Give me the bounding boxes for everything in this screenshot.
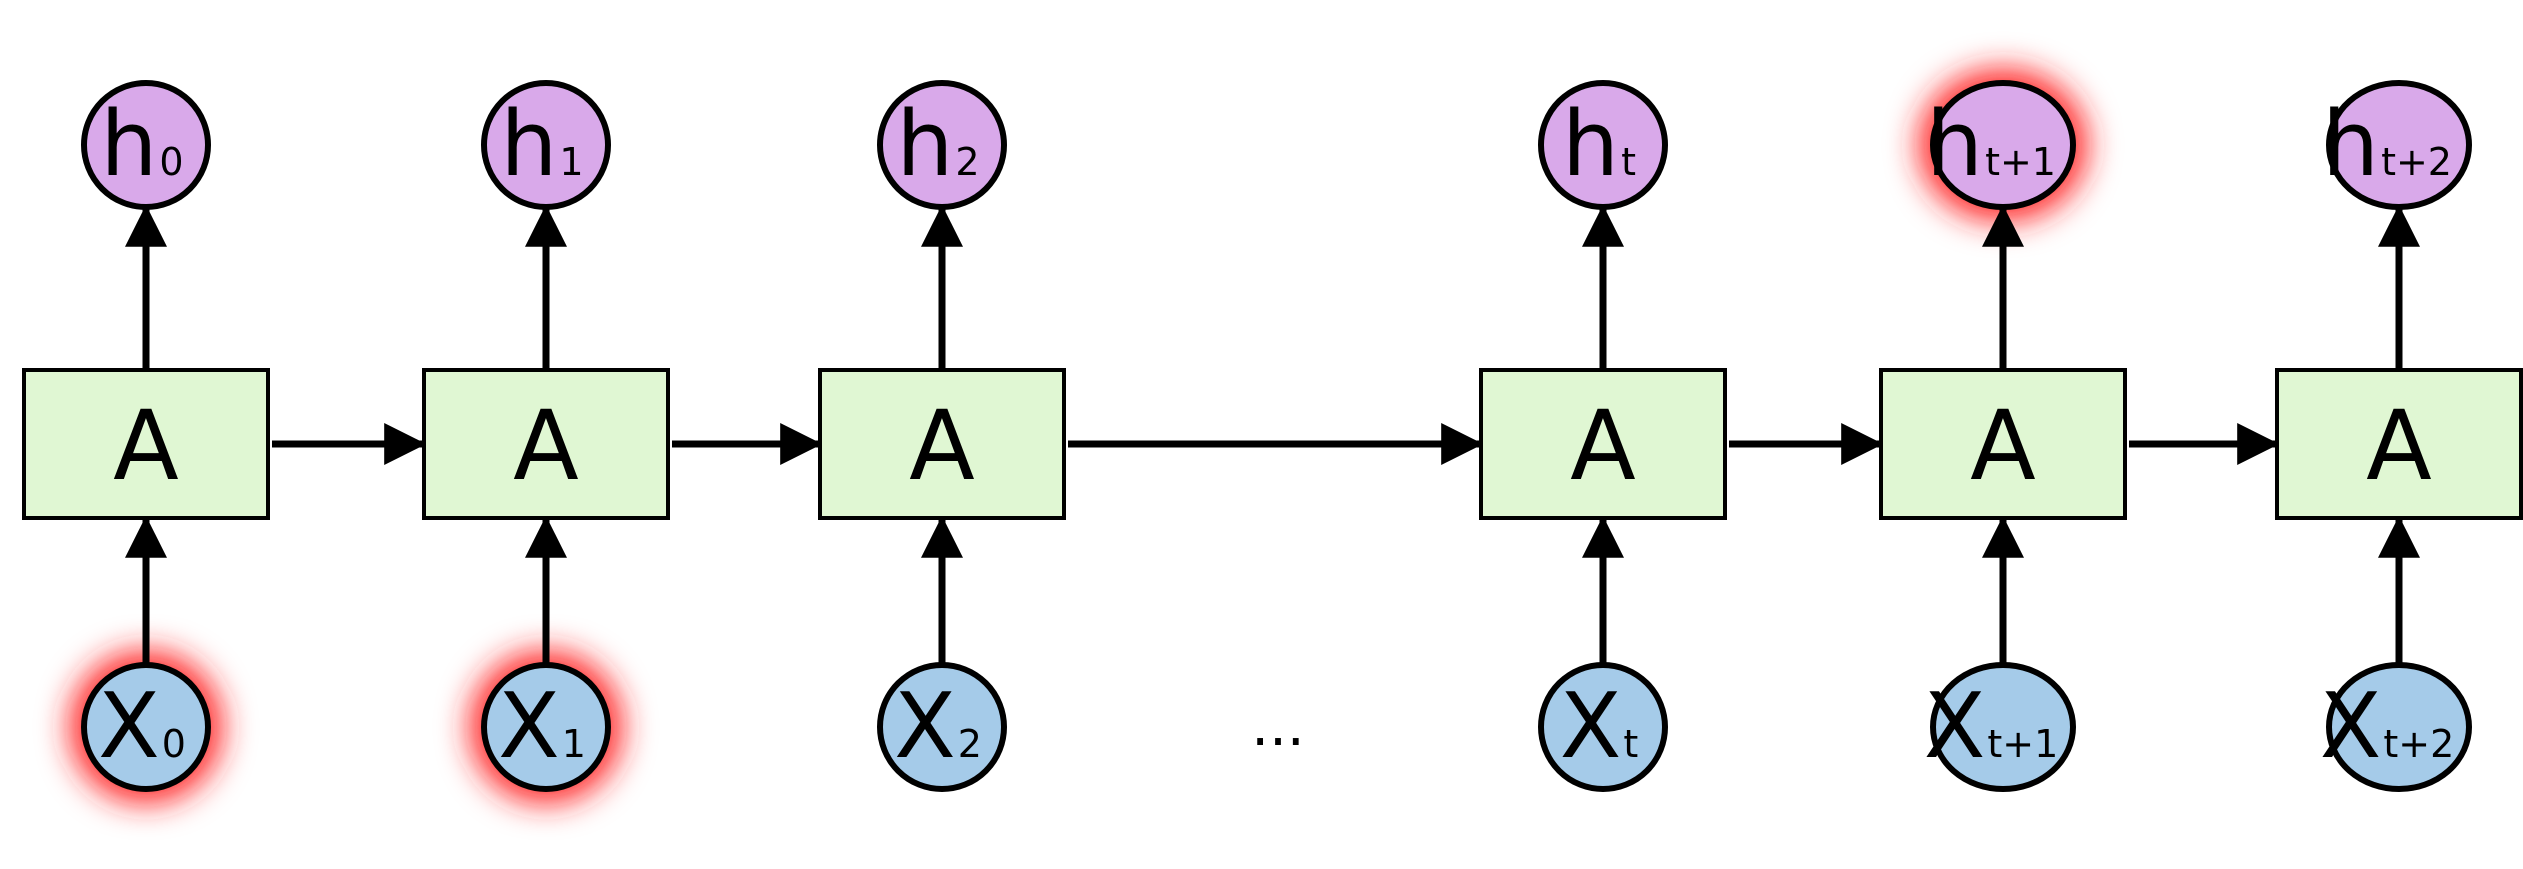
- hidden-node-5-letter: h: [2322, 92, 2379, 197]
- input-node-5-subscript: t+2: [2383, 722, 2454, 766]
- rnn-cell-label-0: A: [113, 390, 179, 502]
- input-node-1-label: X1: [498, 674, 586, 779]
- hidden-node-0: [81, 80, 211, 210]
- rnn-cell-label-2: A: [909, 390, 975, 502]
- hidden-node-2-label: h2: [896, 92, 979, 197]
- hidden-node-1-label: h1: [500, 92, 583, 197]
- hidden-node-2: [877, 80, 1007, 210]
- hidden-node-3-letter: h: [1562, 92, 1619, 197]
- input-node-2-subscript: 2: [958, 722, 982, 766]
- input-node-0-subscript: 0: [162, 722, 186, 766]
- sequence-ellipsis: ...: [1251, 694, 1304, 759]
- input-node-3-subscript: t: [1623, 722, 1638, 766]
- input-node-5-label: Xt+2: [2320, 674, 2455, 779]
- hidden-node-4-letter: h: [1926, 92, 1983, 197]
- hidden-node-1-letter: h: [500, 92, 557, 197]
- hidden-node-5-label: ht+2: [2322, 92, 2452, 197]
- input-node-2-label: X2: [894, 674, 982, 779]
- rnn-cell-2: [818, 368, 1066, 520]
- rnn-cell-label-1: A: [513, 390, 579, 502]
- hidden-node-1-subscript: 1: [559, 140, 583, 184]
- rnn-cell-0: [22, 368, 270, 520]
- input-node-3-letter: X: [1560, 674, 1622, 779]
- hidden-node-4-subscript: t+1: [1985, 140, 2056, 184]
- hidden-node-0-label: h0: [100, 92, 183, 197]
- input-node-3: [1538, 662, 1668, 792]
- input-node-1: [481, 662, 611, 792]
- input-node-5-letter: X: [2320, 674, 2382, 779]
- input-node-4-letter: X: [1924, 674, 1986, 779]
- rnn-cell-5: [2275, 368, 2523, 520]
- hidden-node-2-subscript: 2: [955, 140, 979, 184]
- input-node-0: [81, 662, 211, 792]
- hidden-node-3-subscript: t: [1621, 140, 1636, 184]
- input-node-1-subscript: 1: [562, 722, 586, 766]
- rnn-cell-label-4: A: [1970, 390, 2036, 502]
- arrows-layer: [125, 204, 2420, 665]
- hidden-node-3: [1538, 80, 1668, 210]
- hidden-node-4: [1930, 80, 2076, 210]
- hidden-node-5-subscript: t+2: [2381, 140, 2452, 184]
- input-node-4: [1930, 662, 2076, 792]
- hidden-node-0-subscript: 0: [159, 140, 183, 184]
- hidden-node-4-label: ht+1: [1926, 92, 2056, 197]
- rnn-cell-4: [1879, 368, 2127, 520]
- hidden-node-0-letter: h: [100, 92, 157, 197]
- input-node-4-subscript: t+1: [1987, 722, 2058, 766]
- input-node-0-label: X0: [98, 674, 186, 779]
- input-node-2-letter: X: [894, 674, 956, 779]
- input-node-2: [877, 662, 1007, 792]
- rnn-cell-3: [1479, 368, 1727, 520]
- highlight-glow-layer: [70, 69, 2087, 803]
- rnn-cell-label-3: A: [1570, 390, 1636, 502]
- rnn-cell-label-5: A: [2366, 390, 2432, 502]
- input-node-4-label: Xt+1: [1924, 674, 2059, 779]
- hidden-node-1: [481, 80, 611, 210]
- input-node-0-letter: X: [98, 674, 160, 779]
- input-node-3-label: Xt: [1560, 674, 1639, 779]
- hidden-node-3-label: ht: [1562, 92, 1636, 197]
- hidden-node-2-letter: h: [896, 92, 953, 197]
- input-node-1-letter: X: [498, 674, 560, 779]
- rnn-cell-1: [422, 368, 670, 520]
- hidden-node-5: [2326, 80, 2472, 210]
- input-node-5: [2326, 662, 2472, 792]
